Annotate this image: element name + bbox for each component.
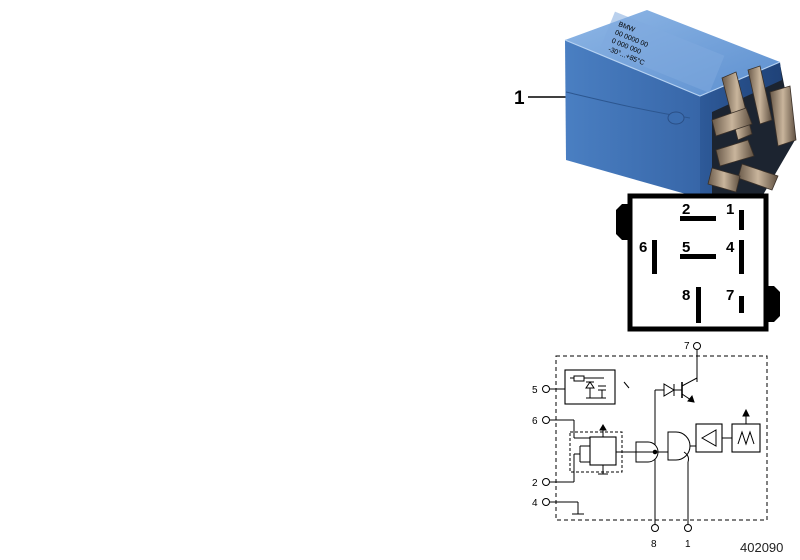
timer-module (589, 436, 617, 466)
terminal-1-label: 1 (685, 539, 691, 550)
pin-8-label: 8 (682, 287, 690, 304)
relay-pin-blade (747, 65, 773, 125)
relay-pin-blade (715, 139, 755, 167)
relay-image: BMW 00 0000 00 0 000 000 -30°...+85°C (564, 10, 797, 200)
relay-front-face (565, 40, 700, 198)
transistor-arrow (687, 394, 695, 403)
pin-8-contact (696, 287, 701, 323)
pin-6-contact (652, 240, 657, 274)
terminal-5 (542, 385, 550, 393)
schematic-enclosure (555, 355, 768, 521)
driver-symbol (663, 383, 675, 397)
terminal-6 (542, 416, 550, 424)
arrow-up (742, 408, 750, 417)
relay-pin-blade (707, 167, 741, 193)
pin-1-label: 1 (726, 201, 734, 218)
oscillator-block (731, 423, 761, 453)
block-resistor (573, 375, 585, 382)
pin-2-label: 2 (682, 201, 690, 218)
terminal-6-label: 6 (532, 416, 538, 427)
pin-5-label: 5 (682, 239, 690, 256)
terminal-8 (651, 524, 659, 532)
relay-top-label: BMW 00 0000 00 0 000 000 -30°...+85°C (599, 11, 725, 93)
relay-pin-blade (769, 85, 797, 147)
terminal-1 (684, 524, 692, 532)
pin-2-contact (680, 216, 716, 221)
relay-pin-blade (737, 163, 779, 191)
pin-layout-diagram: 2 1 6 5 4 8 7 (616, 193, 780, 332)
diode-symbol (585, 381, 595, 389)
amplifier-symbol (700, 429, 717, 447)
terminal-5-label: 5 (532, 385, 538, 396)
schematic-labels: 7 5 6 2 4 8 1 (532, 341, 691, 550)
terminal-2 (542, 478, 550, 486)
transistor-collector (681, 377, 698, 387)
relay-label-panel (599, 11, 725, 93)
switch-contact (623, 381, 630, 389)
coding-lug-left (616, 204, 630, 240)
callout: 1 (514, 88, 566, 109)
pin-5-contact (680, 254, 716, 259)
circuit-schematic (542, 342, 768, 532)
relay-pins (707, 65, 797, 193)
pin-7-contact (739, 296, 744, 313)
pin-4-label: 4 (726, 239, 735, 256)
coding-lug-right (766, 286, 780, 322)
relay-pin-blade (711, 107, 753, 137)
oscillator-symbol (737, 430, 755, 446)
arrow-up (599, 424, 607, 431)
pin-4-contact (739, 240, 744, 274)
pin-6-label: 6 (639, 239, 647, 256)
pin-7-label: 7 (726, 287, 734, 304)
terminal-4 (542, 498, 550, 506)
pin-1-contact (739, 210, 744, 230)
terminal-7 (693, 342, 701, 350)
terminal-8-label: 8 (651, 539, 657, 550)
callout-label: 1 (514, 88, 525, 109)
suppression-block (564, 369, 616, 405)
terminal-2-label: 2 (532, 478, 538, 489)
relay-side-face (700, 62, 782, 198)
document-number: 402090 (740, 540, 783, 555)
terminal-7-label: 7 (684, 341, 690, 352)
wire (683, 451, 689, 463)
logic-gate-comparator (667, 431, 691, 461)
junction-dot (652, 449, 658, 455)
terminal-4-label: 4 (532, 498, 538, 509)
relay-clip (667, 111, 685, 125)
